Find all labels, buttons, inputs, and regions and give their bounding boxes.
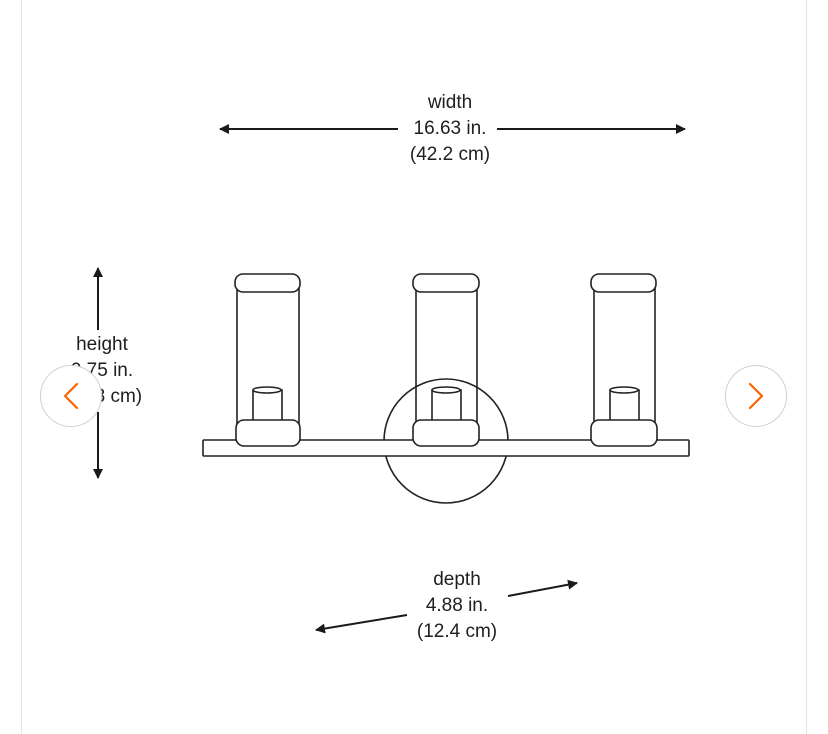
chevron-left-icon [63, 382, 79, 410]
depth-value: 4.88 in. [425, 595, 489, 616]
chevron-right-icon [748, 382, 764, 410]
depth-title: depth [433, 569, 481, 590]
depth-metric: (12.4 cm) [416, 621, 498, 642]
previous-image-button[interactable] [40, 365, 102, 427]
height-title: height [76, 334, 128, 355]
depth-dimension-label: depth 4.88 in. (12.4 cm) [402, 567, 512, 645]
width-dimension-label: width 16.63 in. (42.2 cm) [395, 90, 505, 168]
depth-arrow [315, 579, 578, 634]
vanity-light-fixture [202, 273, 690, 504]
next-image-button[interactable] [725, 365, 787, 427]
width-title: width [427, 92, 473, 113]
width-value: 16.63 in. [413, 118, 487, 139]
width-metric: (42.2 cm) [409, 144, 491, 165]
image-viewer-frame [21, 0, 807, 734]
